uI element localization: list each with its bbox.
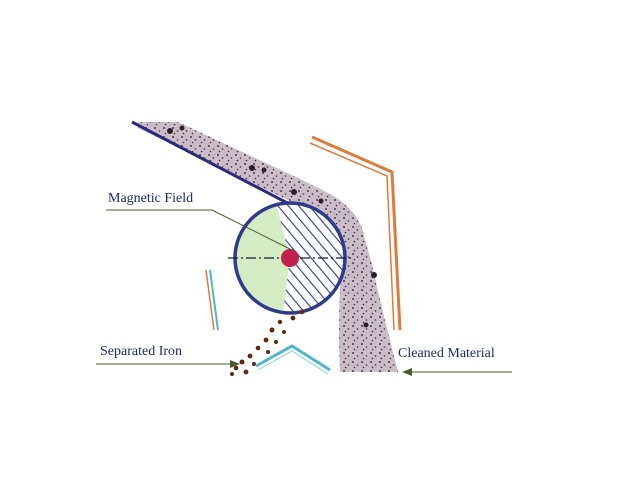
orange-chute xyxy=(309,135,402,331)
iron-arrow-head xyxy=(230,360,240,368)
cleaned-material-label: Cleaned Material xyxy=(398,346,495,361)
iron-particles xyxy=(230,309,305,376)
drum-core xyxy=(281,249,299,267)
magnetic-drum-icon xyxy=(228,201,352,315)
material-stream xyxy=(138,122,398,372)
magnet-segment xyxy=(276,203,345,313)
pointer-lines xyxy=(96,209,512,373)
magnetic-field-label: Magnetic Field xyxy=(108,191,194,206)
coarse-particles xyxy=(167,125,377,328)
separated-iron-label: Separated Iron xyxy=(100,344,183,359)
splitter-icon xyxy=(255,344,331,375)
left-deflector xyxy=(205,269,219,331)
cleaned-arrow-head xyxy=(402,368,412,376)
